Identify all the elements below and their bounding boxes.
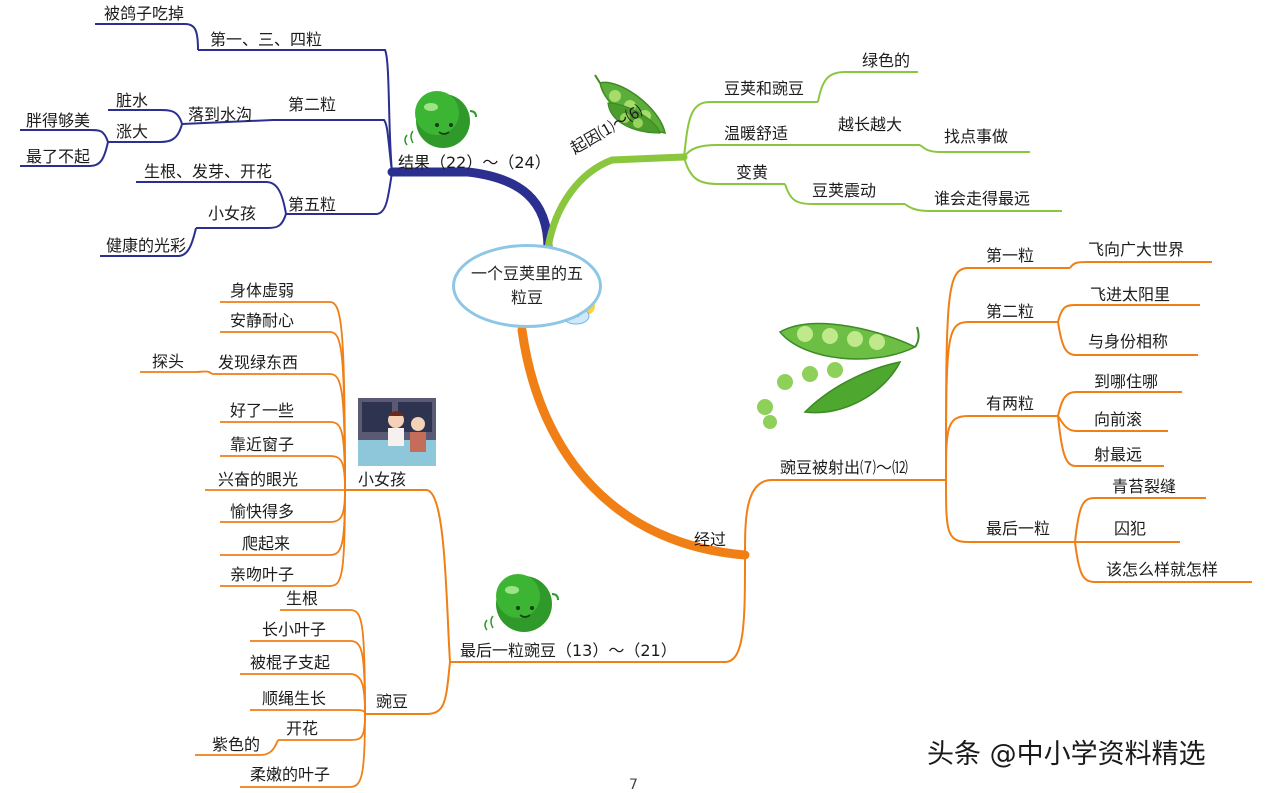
pea-ball-icon [404,91,477,148]
node-pea: 豌豆 [376,692,409,711]
girl-item: 兴奋的眼光 [218,470,299,489]
node-live-anywhere: 到哪住哪 [1094,372,1159,391]
little-girl-illustration [358,398,436,466]
result-branch-label: 结果（22）～（24） [398,153,551,172]
page-number: 7 [629,777,638,793]
node-remarkable: 最了不起 [26,147,91,166]
node-second-pea: 第二粒 [288,95,337,114]
process-branch-label: 经过 [694,530,727,549]
node-root-sprout-bloom: 生根、发芽、开花 [144,162,273,181]
node-shot-out: 豌豆被射出⑺～⑿ [780,458,909,477]
node-fly-to-world: 飞向广大世界 [1088,240,1185,259]
node-second-pea-process: 第二粒 [986,302,1035,321]
pea-item-connectors [195,609,366,788]
node-green: 绿色的 [862,51,911,70]
cause-main-branch [544,153,688,252]
node-fly-into-sun: 飞进太阳里 [1090,285,1171,304]
node-swollen: 涨大 [116,122,149,141]
pea-item: 长小叶子 [262,620,327,639]
node-who-farthest: 谁会走得最远 [934,189,1031,208]
pea-item: 被棍子支起 [250,653,331,672]
node-two-peas: 有两粒 [986,394,1035,413]
node-purple: 紫色的 [212,735,261,754]
cause-connectors [683,71,1062,212]
girl-item: 愉快得多 [230,502,295,521]
node-little-girl: 小女孩 [358,470,407,489]
pea-item: 生根 [286,589,319,608]
node-first-three-fourth: 第一、三、四粒 [210,30,323,49]
node-pods-and-peas: 豆荚和豌豆 [724,79,805,98]
node-fell-in-ditch: 落到水沟 [188,105,253,124]
result-main-branch [387,167,553,253]
node-dirty-water: 脏水 [116,91,149,110]
central-topic: 一个豆荚里的五粒豆 [452,244,602,328]
girl-item: 亲吻叶子 [230,565,295,584]
result-connectors [20,23,393,257]
node-peek-out: 探头 [152,352,185,371]
pea-pod-icon [594,74,666,134]
central-topic-label: 一个豆荚里的五粒豆 [470,264,583,307]
girl-item: 爬起来 [242,534,291,553]
node-eaten-by-pigeons: 被鸽子吃掉 [104,4,185,23]
node-fifth-pea: 第五粒 [288,195,337,214]
watermark: 头条 @中小学资料精选 [927,739,1206,770]
girl-item-connectors [140,301,346,587]
node-find-things: 找点事做 [944,127,1009,146]
pea-item: 开花 [286,719,319,738]
node-as-it-should-be: 该怎么样就怎样 [1106,560,1219,579]
pea-ball-icon [484,574,559,632]
node-befits-status: 与身份相称 [1088,332,1169,351]
girl-item: 好了一些 [230,401,295,420]
process-main-branch [517,325,750,560]
node-fat-enough: 胖得够美 [26,111,91,130]
pea-item: 柔嫩的叶子 [250,765,331,784]
node-pod-shake: 豆荚震动 [812,181,877,200]
node-last-pea: 最后一粒 [986,519,1051,538]
node-warm-cozy: 温暖舒适 [724,124,789,143]
girl-item: 发现绿东西 [218,353,299,372]
node-prisoner: 囚犯 [1114,519,1147,538]
girl-item: 身体虚弱 [230,281,295,300]
pea-pod-illustration [757,322,920,429]
node-grow-bigger: 越长越大 [838,115,903,134]
girl-item: 安静耐心 [230,311,295,330]
process-connectors [345,261,1252,715]
node-first-pea: 第一粒 [986,246,1035,265]
node-last-pea-branch: 最后一粒豌豆（13）～（21） [460,641,677,660]
node-turn-yellow: 变黄 [736,163,769,182]
node-shoot-farthest: 射最远 [1094,445,1143,464]
girl-item: 靠近窗子 [230,435,295,454]
node-little-girl-result: 小女孩 [208,204,257,223]
pea-item: 顺绳生长 [262,689,327,708]
node-roll-forward: 向前滚 [1094,410,1143,429]
node-healthy-light: 健康的光彩 [106,236,187,255]
node-moss-crack: 青苔裂缝 [1112,477,1177,496]
